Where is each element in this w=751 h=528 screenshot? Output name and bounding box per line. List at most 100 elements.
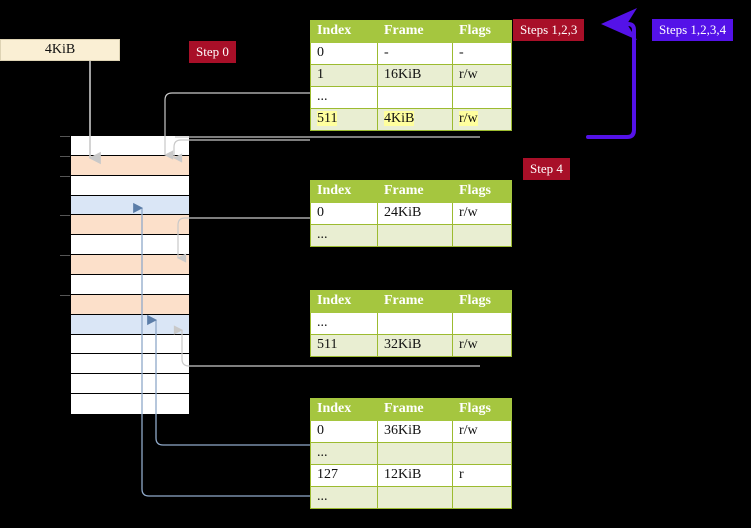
table-cell: r/w: [452, 334, 512, 357]
table-cell: [377, 224, 453, 247]
table-cell: 511: [310, 108, 378, 131]
memory-row-tick: [60, 155, 70, 157]
step-4-label: Step 4: [530, 161, 563, 176]
memory-row-tick: [60, 215, 70, 217]
cell-value: 24KiB: [384, 205, 422, 220]
column-header-index: Index: [310, 290, 378, 313]
memory-frame-row: [71, 155, 189, 176]
table-cell: r/w: [452, 108, 512, 131]
column-header-frame: Frame: [377, 290, 453, 313]
table-cell: [452, 486, 512, 509]
cell-value: r/w: [459, 205, 478, 220]
cell-value: 511: [317, 337, 338, 352]
steps-1234-label: Steps 1,2,3,4: [659, 22, 727, 37]
table-cell: 0: [310, 420, 378, 443]
table-cell: 127: [310, 464, 378, 487]
purple-bracket-arrow: [586, 8, 637, 139]
table-cell: 511: [310, 334, 378, 357]
cell-value: 127: [317, 467, 338, 482]
column-header-flags: Flags: [452, 180, 512, 203]
memory-frame-row: [71, 374, 189, 395]
table-cell: [452, 224, 512, 247]
table-cell: [452, 312, 512, 335]
steps-123-badge: Steps 1,2,3: [513, 19, 585, 41]
column-header-index: Index: [310, 20, 378, 43]
table-row: 0 24KiB r/w: [310, 202, 512, 225]
cell-value: ...: [317, 227, 328, 242]
steps-1234-badge: Steps 1,2,3,4: [652, 19, 734, 41]
table-row: 0 - -: [310, 42, 512, 65]
cell-value: 0: [317, 423, 324, 438]
memory-frame-row: [71, 195, 189, 216]
table-cell: 24KiB: [377, 202, 453, 225]
table-cell: [377, 312, 453, 335]
cell-value: r: [459, 467, 464, 482]
column-header-flags: Flags: [452, 290, 512, 313]
column-header-index: Index: [310, 180, 378, 203]
wire-pd-in: [173, 325, 310, 367]
cell-value: 36KiB: [384, 423, 422, 438]
cell-value: r/w: [459, 111, 478, 126]
table-cell: [377, 486, 453, 509]
table-cell: ...: [310, 442, 378, 465]
memory-frame-row: [71, 334, 189, 355]
cell-value: 0: [317, 45, 324, 60]
table-cell: r/w: [452, 202, 512, 225]
cell-value: -: [459, 45, 464, 60]
column-header-flags: Flags: [452, 20, 512, 43]
memory-frame-row: [71, 394, 189, 414]
table-cell: r: [452, 464, 512, 487]
memory-row-tick: [60, 294, 70, 296]
table-cell: ...: [310, 486, 378, 509]
size-box-label: 4KiB: [44, 42, 76, 57]
column-header-frame: Frame: [377, 20, 453, 43]
table-cell: 0: [310, 42, 378, 65]
table-cell: ...: [310, 224, 378, 247]
step-0-badge: Step 0: [189, 41, 236, 63]
cell-value: 12KiB: [384, 467, 422, 482]
cell-value: ...: [317, 489, 328, 504]
table-cell: [377, 86, 453, 109]
cell-value: 32KiB: [384, 337, 422, 352]
table-cell: r/w: [452, 64, 512, 87]
cell-value: 511: [317, 111, 338, 126]
table-cell: 12KiB: [377, 464, 453, 487]
table-cell: -: [377, 42, 453, 65]
cell-value: -: [384, 45, 389, 60]
table-cell: 32KiB: [377, 334, 453, 357]
memory-frame-row: [71, 294, 189, 315]
cell-value: 4KiB: [384, 111, 415, 126]
memory-frame-row: [71, 235, 189, 256]
table-cell: 4KiB: [377, 108, 453, 131]
step-4-badge: Step 4: [523, 158, 570, 180]
physical-memory-column: [60, 135, 190, 415]
table-cell: -: [452, 42, 512, 65]
cell-value: r/w: [459, 423, 478, 438]
column-header-frame: Frame: [377, 398, 453, 421]
cell-value: 1: [317, 67, 324, 82]
table-cell: 36KiB: [377, 420, 453, 443]
memory-row-tick: [60, 175, 70, 177]
wire-hook-a: [173, 139, 310, 163]
size-box: 4KiB: [0, 39, 120, 61]
table-cell: [377, 442, 453, 465]
table-row: ...: [310, 442, 512, 465]
memory-frame-row: [71, 314, 189, 335]
column-header-index: Index: [310, 398, 378, 421]
memory-row-tick: [60, 136, 70, 137]
cell-value: ...: [317, 445, 328, 460]
table-cell: 16KiB: [377, 64, 453, 87]
table-row: 127 12KiB r: [310, 464, 512, 487]
table-row: 511 4KiB r/w: [310, 108, 512, 131]
cell-value: ...: [317, 315, 328, 330]
wire-pdp-in: [177, 217, 310, 263]
table-cell: 0: [310, 202, 378, 225]
